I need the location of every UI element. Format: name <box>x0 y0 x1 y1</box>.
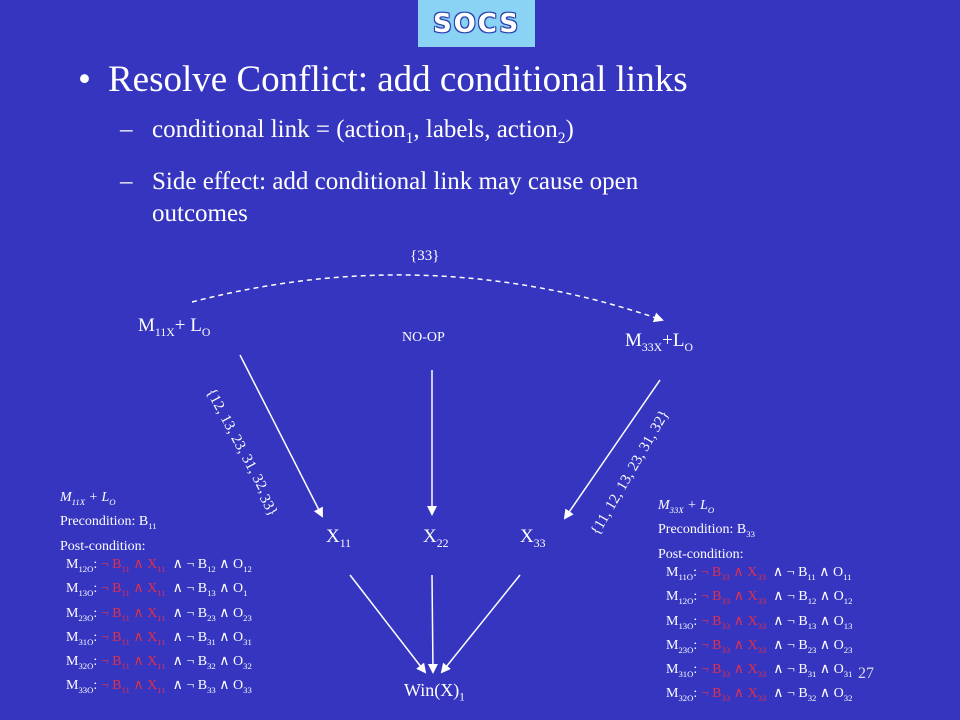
bullet-dot-icon: • <box>78 59 91 100</box>
postcondition-row: M13O: ¬ B11 ∧ X11 ∧ ¬ B13 ∧ O1 <box>66 581 248 599</box>
postcondition-row: M23O: ¬ B33 ∧ X33 ∧ ¬ B23 ∧ O23 <box>666 637 853 655</box>
left-box-title: M11X + LO <box>60 490 116 507</box>
dash-icon: – <box>120 116 133 143</box>
postcondition-row: M32O: ¬ B11 ∧ X11 ∧ ¬ B32 ∧ O32 <box>66 654 252 671</box>
postcondition-row: M32O: ¬ B33 ∧ X33 ∧ ¬ B32 ∧ O32 <box>666 686 853 704</box>
page-number: 27 <box>858 665 874 682</box>
node-x11: X11 <box>326 526 352 550</box>
postcondition-row: M12O: ¬ B11 ∧ X11 ∧ ¬ B12 ∧ O12 <box>66 557 252 574</box>
dash-icon: – <box>120 168 133 195</box>
right-action-box: M33X + LO Precondition: B33 Post-conditi… <box>658 496 755 565</box>
node-x33: X33 <box>520 526 546 550</box>
main-bullet: • Resolve Conflict: add conditional links <box>78 58 688 101</box>
sub-bullet-conditional-link: –conditional link = (action1, labels, ac… <box>120 116 574 147</box>
node-m33x: M33X+LO <box>625 330 693 354</box>
node-noop: NO-OP <box>402 330 445 345</box>
postcondition-row: M31O: ¬ B11 ∧ X11 ∧ ¬ B31 ∧ O31 <box>66 629 252 647</box>
postcondition-row: M31O: ¬ B33 ∧ X33 ∧ ¬ B31 ∧ O31 <box>666 662 853 679</box>
node-win: Win(X)1 <box>404 680 465 704</box>
postcondition-row: M11O: ¬ B33 ∧ X33 ∧ ¬ B11 ∧ O11 <box>666 565 852 582</box>
sub-bullet-side-effect: –Side effect: add conditional link may c… <box>120 168 639 195</box>
postcondition-row: M13O: ¬ B33 ∧ X33 ∧ ¬ B13 ∧ O13 <box>666 613 853 631</box>
main-bullet-text: Resolve Conflict: add conditional links <box>108 59 688 100</box>
right-box-postcondition: Post-condition: <box>658 546 744 562</box>
edge-x11-win <box>349 574 427 674</box>
left-box-precondition: Precondition: B11 <box>60 514 157 532</box>
postcondition-row: M33O: ¬ B11 ∧ X11 ∧ ¬ B33 ∧ O33 <box>66 678 252 696</box>
socs-logo: SOCS <box>418 0 535 47</box>
edge-m33x-x33 <box>563 379 661 520</box>
postcondition-row: M12O: ¬ B33 ∧ X33 ∧ ¬ B12 ∧ O12 <box>666 589 853 607</box>
edge-m11x-x11 <box>239 354 323 518</box>
logo-text: SOCS <box>432 8 521 39</box>
edge-x22-win <box>427 574 438 674</box>
postcondition-row: M23O: ¬ B11 ∧ X11 ∧ ¬ B23 ∧ O23 <box>66 605 252 623</box>
conditional-link-arc <box>191 274 664 323</box>
top-arc-label: {33} <box>410 248 440 264</box>
node-x22: X22 <box>423 526 449 550</box>
edge-x33-win <box>440 574 521 674</box>
node-m11x: M11X+ LO <box>138 315 211 339</box>
left-box-postcondition: Post-condition: <box>60 538 146 554</box>
right-box-title: M33X + LO <box>658 498 715 515</box>
left-action-box: M11X + LO Precondition: B11 Post-conditi… <box>60 488 157 557</box>
sub-bullet-side-effect-cont: outcomes <box>152 200 248 227</box>
right-box-precondition: Precondition: B33 <box>658 522 755 540</box>
